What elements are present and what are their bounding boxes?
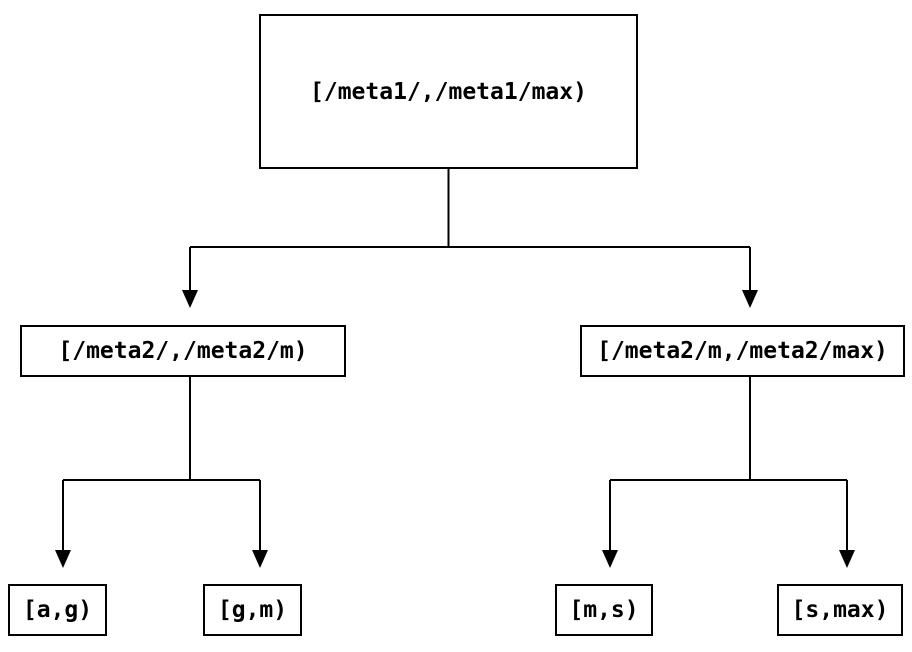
node-label: [a,g): [22, 597, 93, 623]
arrowhead-icon: [252, 550, 268, 568]
node-left-interval: [/meta2/,/meta2/m): [20, 325, 346, 377]
node-root-interval: [/meta1/,/meta1/max): [259, 14, 638, 169]
node-label: [/meta2/m,/meta2/max): [597, 338, 888, 364]
node-label: [g,m): [217, 597, 288, 623]
node-label: [m,s): [569, 597, 639, 623]
node-leaf-ag: [a,g): [8, 584, 107, 636]
node-leaf-gm: [g,m): [203, 584, 302, 636]
node-label: [/meta1/,/meta1/max): [310, 78, 587, 105]
node-label: [/meta2/,/meta2/m): [58, 338, 308, 364]
arrowhead-icon: [55, 550, 71, 568]
node-leaf-ms: [m,s): [555, 584, 653, 636]
arrowhead-icon: [839, 550, 855, 568]
arrowhead-icon: [602, 550, 618, 568]
arrowhead-icon: [742, 290, 758, 308]
node-label: [s,max): [791, 597, 889, 623]
node-leaf-smax: [s,max): [777, 584, 903, 636]
arrowhead-icon: [182, 290, 198, 308]
node-right-interval: [/meta2/m,/meta2/max): [580, 325, 905, 377]
